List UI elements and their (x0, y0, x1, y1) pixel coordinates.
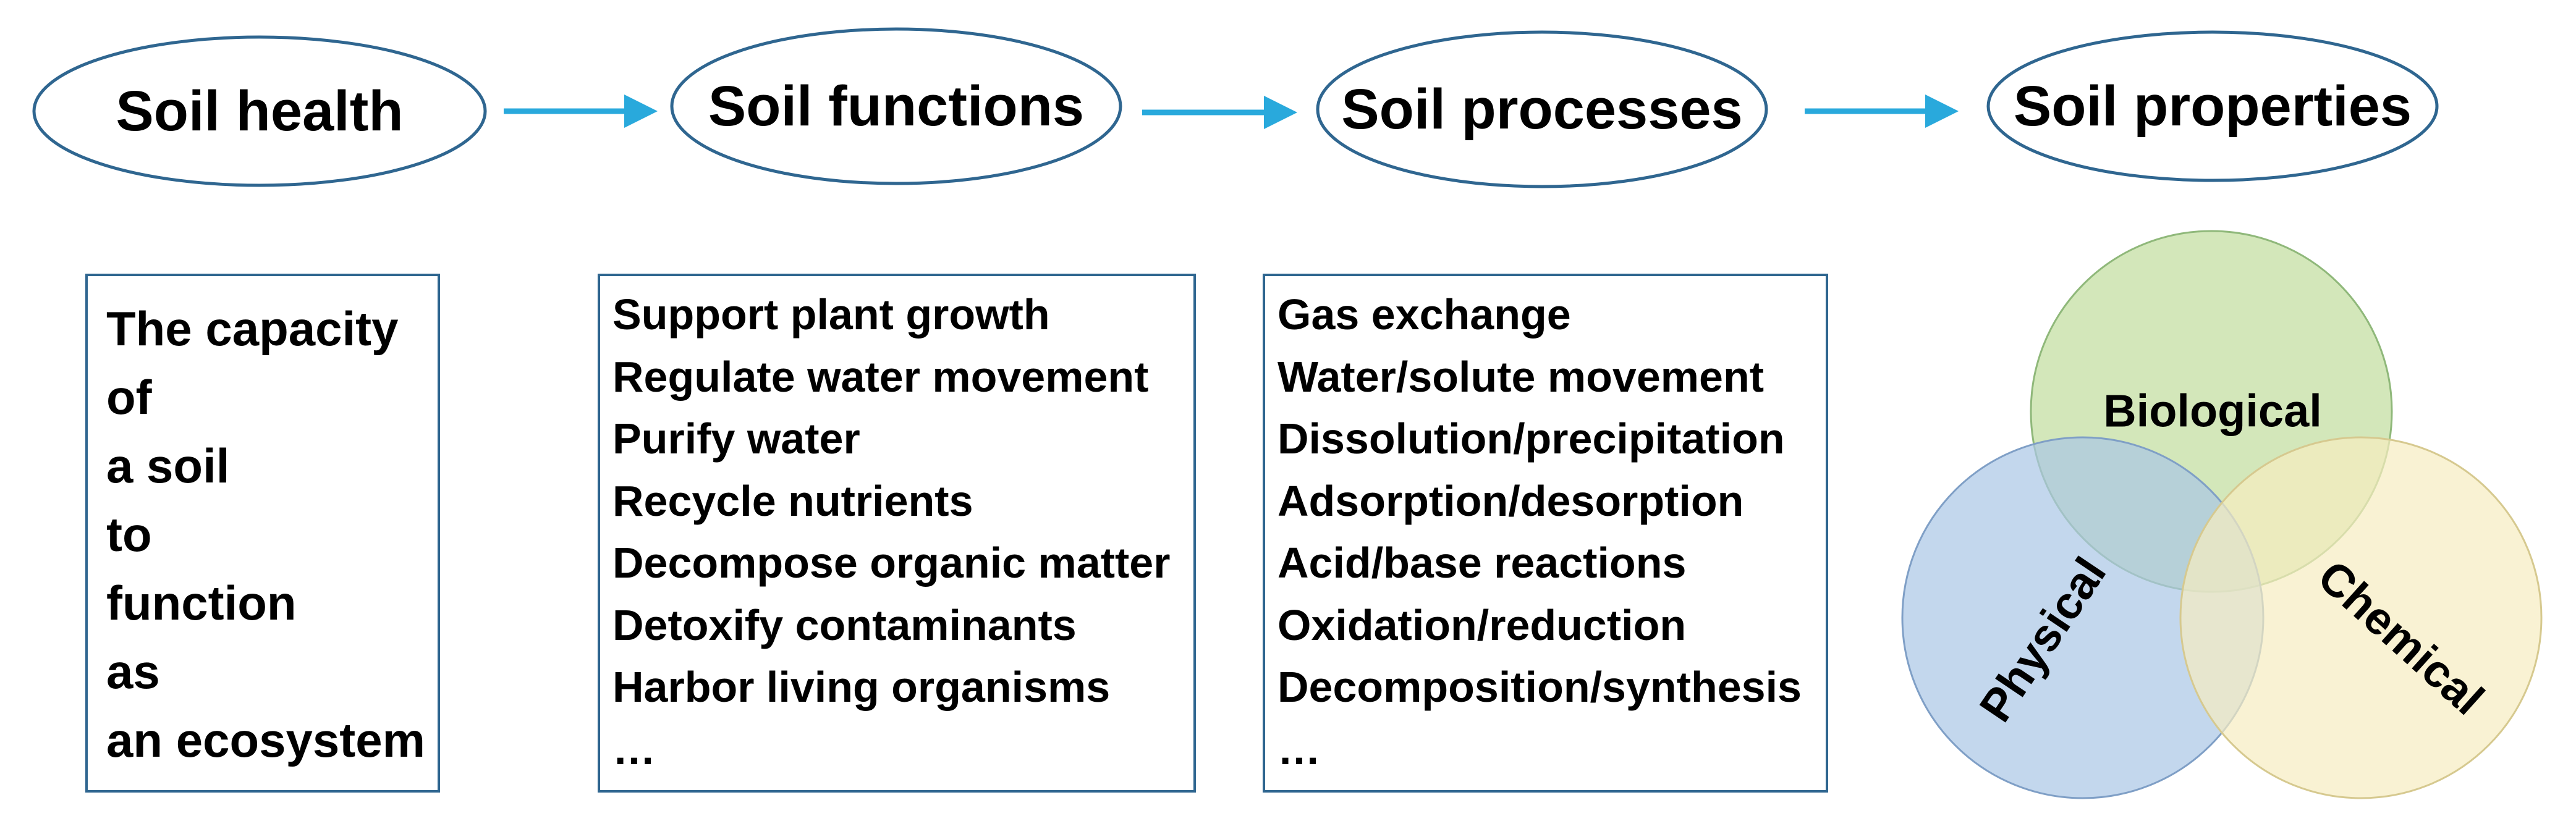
flow-row-graphics (32, 27, 2439, 188)
function-item: Regulate water movement (612, 352, 1149, 401)
flow-ellipse-soil-functions (670, 27, 1122, 185)
definition-line: The capacity (106, 301, 399, 356)
functions-list: Support plant growth Regulate water move… (612, 284, 1193, 780)
venn-label-biological: Biological (2103, 385, 2322, 437)
processes-list: Gas exchange Water/solute movement Disso… (1277, 284, 1826, 780)
definition-line: as (106, 644, 160, 699)
functions-box: Support plant growth Regulate water move… (598, 274, 1196, 793)
function-item: Harbor living organisms (612, 663, 1111, 711)
function-item: Recycle nutrients (612, 476, 973, 525)
process-item: Dissolution/precipitation (1277, 414, 1785, 463)
function-item: Detoxify contaminants (612, 600, 1077, 649)
definition-line: function (106, 576, 297, 630)
processes-box: Gas exchange Water/solute movement Disso… (1263, 274, 1828, 793)
flow-step-soil-properties: Soil properties (2013, 74, 2412, 138)
process-item: … (1277, 725, 1321, 773)
process-item: Oxidation/reduction (1277, 600, 1687, 649)
venn-label-physical: Physical (1969, 548, 2116, 731)
flow-step-soil-health: Soil health (116, 79, 404, 143)
function-item: Decompose organic matter (612, 539, 1171, 587)
flow-step-soil-functions: Soil functions (708, 74, 1085, 138)
function-item: Purify water (612, 414, 860, 463)
process-item: Gas exchange (1277, 290, 1571, 339)
process-item: Decomposition/synthesis (1277, 663, 1802, 711)
function-item: Support plant growth (612, 290, 1050, 339)
process-item: Acid/base reactions (1277, 539, 1687, 587)
flow-ellipse-soil-processes (1316, 30, 1768, 188)
flow-ellipse-soil-health (32, 35, 487, 187)
definition-line: of (106, 370, 152, 424)
process-item: Adsorption/desorption (1277, 476, 1744, 525)
definition-line: an ecosystem (106, 713, 425, 767)
function-item: … (612, 725, 656, 773)
flow-step-soil-processes: Soil processes (1341, 77, 1743, 141)
process-item: Water/solute movement (1277, 352, 1765, 401)
definition-line: to (106, 507, 152, 562)
venn-label-chemical: Chemical (2308, 550, 2494, 725)
definition-box: The capacity of a soil to function as an… (85, 274, 440, 793)
flow-ellipse-soil-properties (1986, 30, 2439, 182)
definition-line: a soil (106, 439, 230, 493)
definition-lines: The capacity of a soil to function as an… (106, 295, 438, 775)
